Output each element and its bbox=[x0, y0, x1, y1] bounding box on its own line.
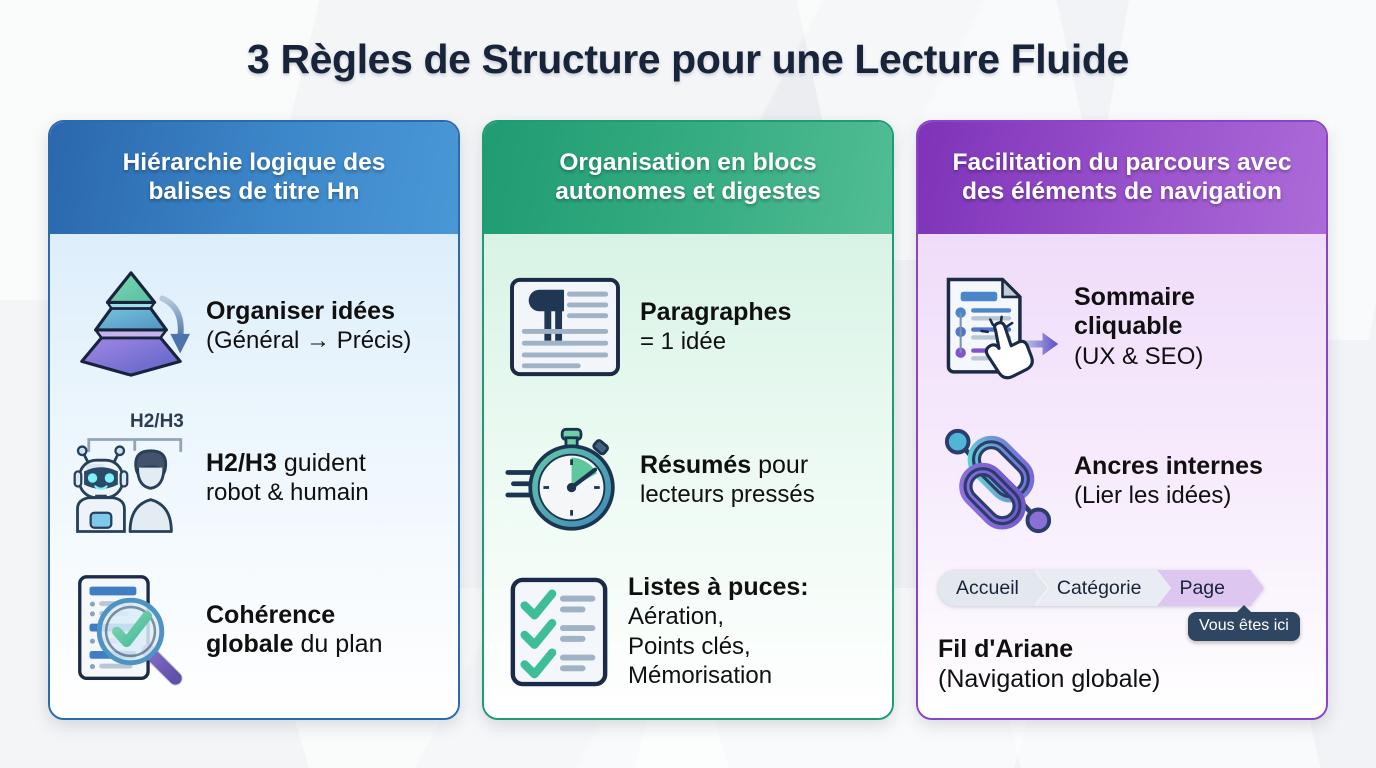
card-body-hierarchie: Organiser idées (Général → Précis) H2/H3 bbox=[50, 234, 458, 718]
card-header-line-1: Organisation en blocs bbox=[559, 149, 817, 177]
item-title: H2/H3 bbox=[206, 448, 277, 477]
breadcrumb-item-page[interactable]: Page bbox=[1157, 570, 1264, 607]
item-title: Ancres internes bbox=[1074, 451, 1263, 480]
list-item-text: Ancres internes (Lier les idées) bbox=[1074, 452, 1306, 511]
list-item-text: Listes à puces: Aération, Points clés, M… bbox=[628, 573, 872, 690]
document-magnifier-check-icon bbox=[70, 569, 192, 691]
breadcrumb-label: Accueil bbox=[956, 576, 1019, 599]
card-header-line-2: des éléments de navigation bbox=[962, 178, 1282, 205]
breadcrumb-block: Accueil Catégorie Page Vous êtes ici bbox=[936, 570, 1308, 694]
item-title: Sommaire bbox=[1074, 283, 1195, 312]
breadcrumb-caption-title: Fil d'Ariane bbox=[938, 635, 1074, 664]
list-item: Paragraphes = 1 idée bbox=[502, 262, 874, 392]
checklist-icon bbox=[504, 577, 614, 687]
list-item-text: Résumés pour lecteurs pressés bbox=[640, 451, 872, 510]
card-header-line-2: autonomes et digestes bbox=[555, 178, 821, 205]
list-item: Listes à puces: Aération, Points clés, M… bbox=[502, 569, 874, 694]
list-item-text: Organiser idées (Général → Précis) bbox=[206, 297, 438, 356]
card-header-hierarchie: Hiérarchie logique des balises de titre … bbox=[50, 122, 458, 234]
clickable-summary-cursor-icon bbox=[938, 266, 1060, 388]
card-header-navigation: Facilitation du parcours avec des élémen… bbox=[918, 122, 1326, 234]
list-item: Résumés pour lecteurs pressés bbox=[502, 415, 874, 545]
robot-human-icon bbox=[70, 417, 192, 539]
item-title-rest: pour bbox=[751, 451, 809, 480]
breadcrumb[interactable]: Accueil Catégorie Page bbox=[938, 570, 1306, 607]
card-header-blocs: Organisation en blocs autonomes et diges… bbox=[484, 122, 892, 234]
item-subtitle-line-2: Points clés, bbox=[628, 632, 751, 660]
item-title-2: cliquable bbox=[1074, 312, 1183, 341]
list-item: Organiser idées (Général → Précis) bbox=[68, 261, 440, 391]
item-title-2: globale bbox=[206, 630, 294, 658]
item-subtitle: (Général → Précis) bbox=[206, 327, 412, 354]
item-subtitle: robot & humain bbox=[206, 479, 369, 506]
card-header-line-1: Facilitation du parcours avec bbox=[952, 149, 1292, 177]
list-item: H2/H3 bbox=[68, 411, 440, 543]
pyramid-icon bbox=[70, 265, 192, 387]
card-navigation: Facilitation du parcours avec des élémen… bbox=[916, 120, 1328, 720]
breadcrumb-item-accueil[interactable]: Accueil bbox=[938, 570, 1048, 607]
cards-container: Hiérarchie logique des balises de titre … bbox=[48, 120, 1328, 720]
item-subtitle: = 1 idée bbox=[640, 327, 727, 355]
page-title: 3 Règles de Structure pour une Lecture F… bbox=[247, 36, 1129, 82]
bracket-label-h2h3: H2/H3 bbox=[130, 411, 184, 432]
card-header-line-1: Hiérarchie logique des bbox=[122, 149, 386, 177]
chevron-right-icon bbox=[1249, 570, 1264, 607]
breadcrumb-caption-sub: (Navigation globale) bbox=[938, 664, 1161, 693]
stopwatch-icon bbox=[504, 419, 626, 541]
list-item-text: H2/H3 guident robot & humain bbox=[206, 449, 438, 508]
chain-link-anchor-icon bbox=[938, 420, 1060, 542]
item-title: Listes à puces: bbox=[628, 573, 809, 602]
item-subtitle: (Lier les idées) bbox=[1074, 482, 1232, 510]
item-subtitle: (UX & SEO) bbox=[1074, 342, 1204, 370]
list-item: Ancres internes (Lier les idées) bbox=[936, 416, 1308, 546]
breadcrumb-label: Page bbox=[1179, 576, 1225, 599]
item-subtitle-line-3: Mémorisation bbox=[628, 661, 773, 689]
list-item-text: Paragraphes = 1 idée bbox=[640, 298, 872, 357]
breadcrumb-caption: Fil d'Ariane (Navigation globale) bbox=[938, 635, 1306, 694]
breadcrumb-label: Catégorie bbox=[1056, 576, 1142, 599]
card-header-line-2: balises de titre Hn bbox=[148, 178, 360, 205]
item-title: Organiser idées bbox=[206, 296, 395, 325]
card-hierarchie: Hiérarchie logique des balises de titre … bbox=[48, 120, 460, 720]
item-subtitle-line-1: Aération, bbox=[628, 603, 725, 631]
card-body-navigation: Sommaire cliquable (UX & SEO) bbox=[918, 234, 1326, 718]
list-item-text: Sommaire cliquable (UX & SEO) bbox=[1074, 283, 1306, 371]
tooltip-vous-etes-ici: Vous êtes ici bbox=[1188, 612, 1300, 642]
card-blocs: Organisation en blocs autonomes et diges… bbox=[482, 120, 894, 720]
item-title: Résumés bbox=[640, 451, 752, 480]
item-title-rest: guident bbox=[276, 448, 366, 477]
item-subtitle: lecteurs pressés bbox=[640, 481, 815, 509]
breadcrumb-item-categorie[interactable]: Catégorie bbox=[1034, 570, 1171, 607]
item-title: Paragraphes bbox=[640, 297, 792, 326]
card-body-blocs: Paragraphes = 1 idée bbox=[484, 234, 892, 718]
list-item: Cohérence globale du plan bbox=[68, 565, 440, 695]
list-item: Sommaire cliquable (UX & SEO) bbox=[936, 262, 1308, 392]
chevron-right-icon bbox=[1033, 570, 1048, 607]
list-item-text: Cohérence globale du plan bbox=[206, 601, 438, 660]
item-title-rest: du plan bbox=[293, 630, 383, 658]
paragraph-document-icon bbox=[504, 266, 626, 388]
item-title: Cohérence bbox=[206, 600, 336, 629]
chevron-right-icon bbox=[1156, 570, 1171, 607]
